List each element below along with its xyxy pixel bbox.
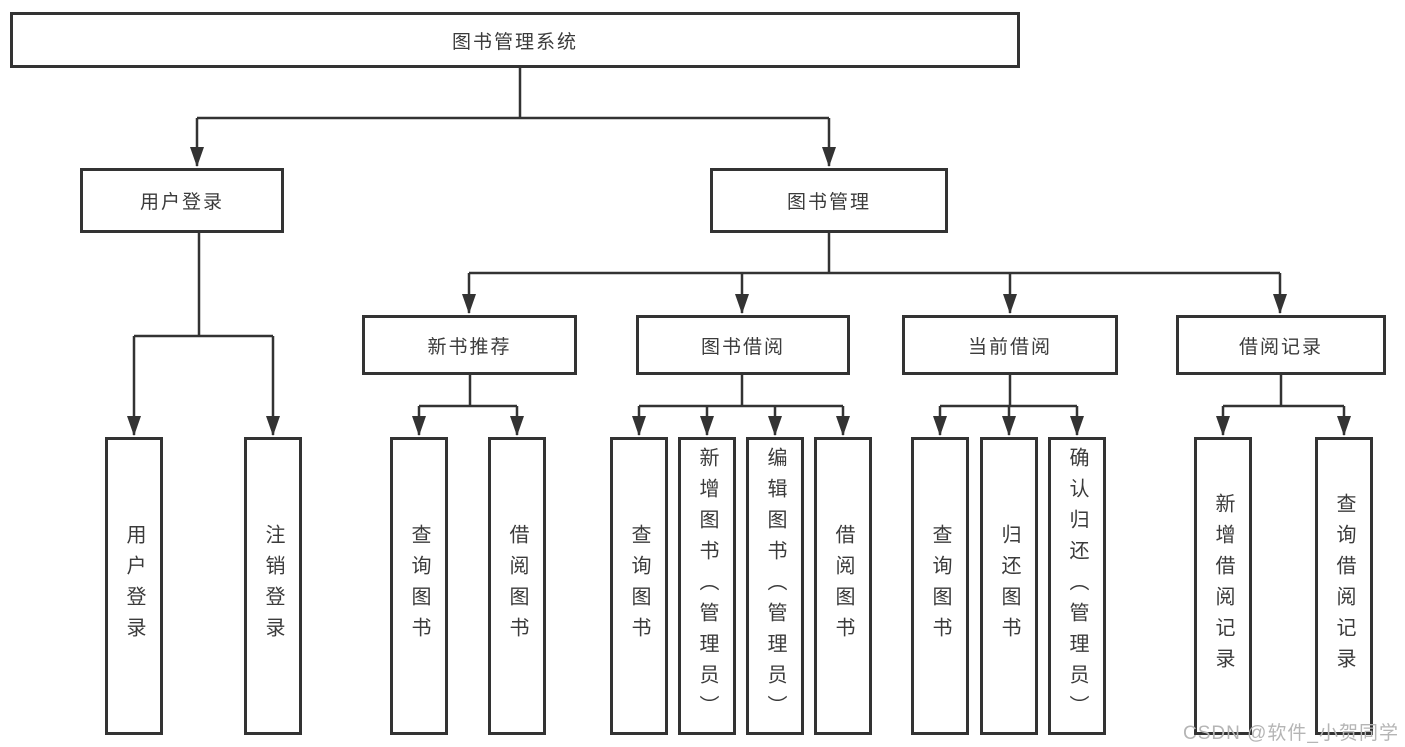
leaf-query-books-3: 查询图书 xyxy=(911,437,969,735)
leaf-label: 新增图书（管理员） xyxy=(696,446,718,726)
leaf-label: 归还图书 xyxy=(998,524,1020,648)
node-book-borrowing: 图书借阅 xyxy=(636,315,850,375)
leaf-borrow-books-1: 借阅图书 xyxy=(488,437,546,735)
leaf-label: 确认归还（管理员） xyxy=(1066,446,1088,726)
leaf-return-books: 归还图书 xyxy=(980,437,1038,735)
leaf-label: 新增借阅记录 xyxy=(1212,493,1234,679)
leaf-user-login: 用户登录 xyxy=(105,437,163,735)
leaf-query-books-2: 查询图书 xyxy=(610,437,668,735)
leaf-query-borrow-record: 查询借阅记录 xyxy=(1315,437,1373,735)
leaf-label: 编辑图书（管理员） xyxy=(764,446,786,726)
leaf-label: 查询借阅记录 xyxy=(1333,493,1355,679)
node-label: 图书管理系统 xyxy=(451,31,578,53)
node-user-login: 用户登录 xyxy=(80,168,284,233)
node-current-borrowing: 当前借阅 xyxy=(902,315,1118,375)
node-new-book-recommendation: 新书推荐 xyxy=(362,315,577,375)
node-book-management: 图书管理 xyxy=(710,168,948,233)
leaf-confirm-return-admin: 确认归还（管理员） xyxy=(1048,437,1106,735)
leaf-query-books-1: 查询图书 xyxy=(390,437,448,735)
node-label: 图书借阅 xyxy=(700,336,785,358)
leaf-add-books-admin: 新增图书（管理员） xyxy=(678,437,736,735)
leaf-label: 借阅图书 xyxy=(506,524,528,648)
leaf-label: 用户登录 xyxy=(123,524,145,648)
tree-trunk-lines xyxy=(134,68,1344,408)
node-label: 图书管理 xyxy=(786,192,871,213)
leaf-label: 查询图书 xyxy=(408,524,430,648)
leaf-label: 查询图书 xyxy=(929,524,951,648)
leaf-label: 查询图书 xyxy=(628,524,650,648)
node-borrowing-records: 借阅记录 xyxy=(1176,315,1386,375)
leaf-label: 注销登录 xyxy=(262,524,284,648)
leaf-label: 借阅图书 xyxy=(832,524,854,648)
node-label: 新书推荐 xyxy=(427,336,512,358)
node-book-management-system: 图书管理系统 xyxy=(10,12,1020,68)
leaf-borrow-books-2: 借阅图书 xyxy=(814,437,872,735)
node-label: 当前借阅 xyxy=(967,336,1052,358)
leaf-logout: 注销登录 xyxy=(244,437,302,735)
csdn-watermark: CSDN @软件_小贺同学 xyxy=(1183,723,1399,744)
leaf-add-borrow-record: 新增借阅记录 xyxy=(1194,437,1252,735)
node-label: 借阅记录 xyxy=(1238,336,1323,358)
node-label: 用户登录 xyxy=(139,192,224,213)
leaf-edit-books-admin: 编辑图书（管理员） xyxy=(746,437,804,735)
